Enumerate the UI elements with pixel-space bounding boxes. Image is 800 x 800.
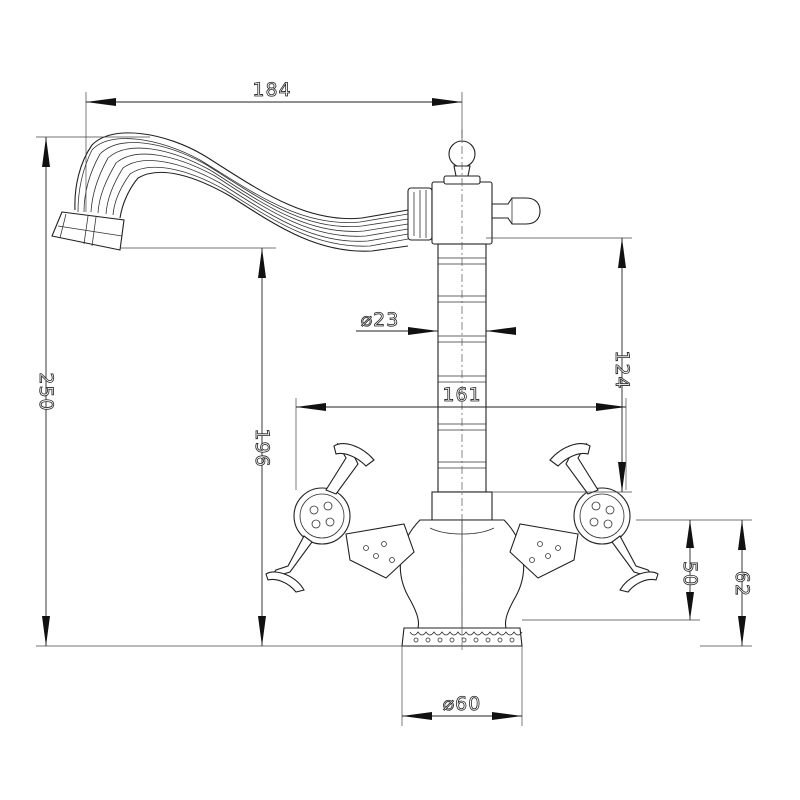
- dim-spout-reach: 184: [85, 79, 463, 212]
- dim-label-column-height: 124: [611, 350, 633, 389]
- dim-label-column-diameter: ⌀23: [361, 309, 400, 331]
- dim-label-total-height: 250: [35, 372, 57, 411]
- dim-label-handle-height: 50: [679, 561, 701, 587]
- dim-label-handle-span: 161: [442, 384, 481, 406]
- dim-column-diameter: ⌀23: [356, 309, 516, 335]
- dim-label-base-diameter: ⌀60: [443, 693, 482, 715]
- dim-label-spout-reach: 184: [252, 79, 291, 101]
- spout-collar: [407, 181, 541, 245]
- dim-handle-height: 50: [522, 519, 701, 621]
- dim-label-body-height: 62: [731, 571, 753, 597]
- dim-base-diameter: ⌀60: [401, 646, 523, 726]
- dim-body-height: 62: [700, 519, 753, 647]
- dim-column-height: 124: [486, 237, 633, 493]
- left-handle: [265, 442, 415, 593]
- spout: [51, 132, 409, 252]
- dim-handle-span: 161: [295, 384, 627, 490]
- dim-total-height: 250: [35, 136, 402, 647]
- faucet-body: [51, 130, 659, 652]
- dim-spout-outlet-height: 196: [120, 247, 276, 646]
- right-handle: [509, 442, 659, 593]
- dim-label-spout-outlet-height: 196: [251, 428, 273, 467]
